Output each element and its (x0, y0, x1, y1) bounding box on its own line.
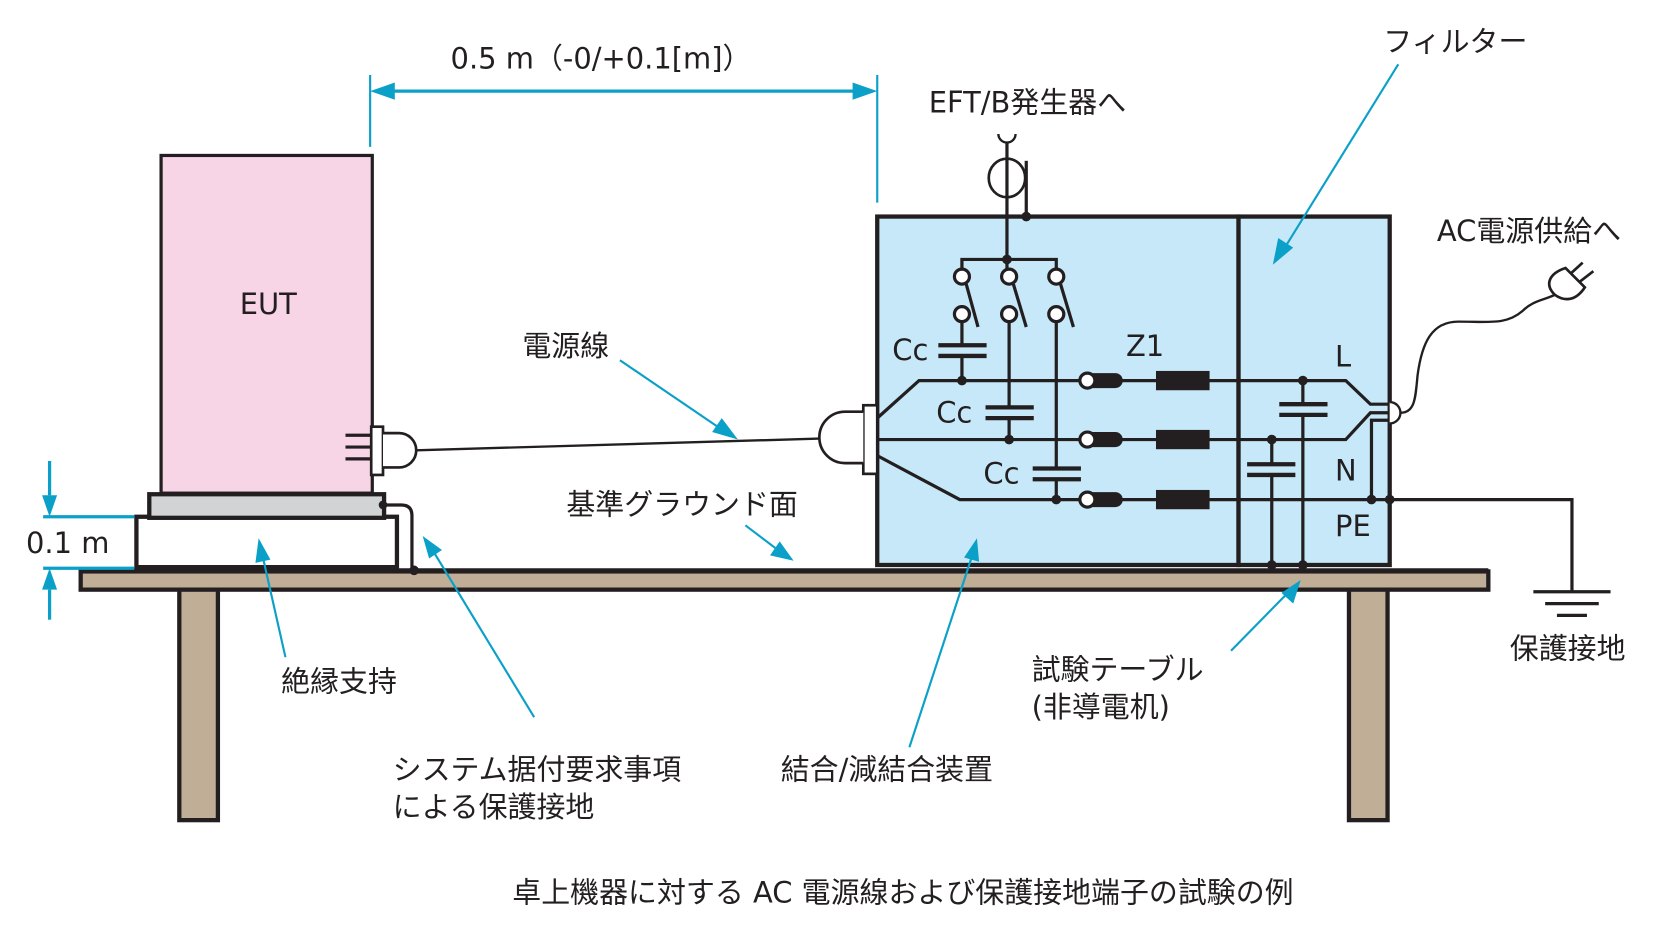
ac-supply-cable (1389, 293, 1556, 425)
eut-base-plate (147, 492, 387, 520)
test-table-label-line2: (非導電机) (1032, 690, 1170, 724)
cc-label-2: Cc (936, 395, 972, 429)
test-table (78, 569, 1491, 823)
coupling-switches (952, 267, 1075, 328)
cdn-power-inlet (818, 403, 879, 476)
figure-caption: 卓上機器に対する AC 電源線および保護接地端子の試験の例 (512, 876, 1293, 910)
table-leg-right (1346, 587, 1390, 823)
protective-earth-wire (1389, 497, 1574, 592)
filter-box (1236, 214, 1392, 568)
system-ground-label-line2: による保護接地 (393, 790, 595, 824)
ground-plane-label: 基準グラウンド面 (566, 488, 798, 522)
test-table-label-line1: 試験テーブル (1032, 653, 1204, 687)
insulating-support-label: 絶縁支持 (281, 665, 397, 699)
system-protective-earth-wire (383, 503, 414, 570)
cdn-label: 結合/減結合装置 (781, 752, 993, 786)
ac-plug-icon (1547, 261, 1595, 301)
eut-box (159, 153, 374, 495)
coupling-decoupling-network: Cc Cc Cc Z1 (818, 133, 1395, 570)
eft-generator-label: EFT/B発生器へ (929, 86, 1126, 120)
leader-cdn (908, 538, 980, 748)
cc-label-3: Cc (983, 457, 1019, 491)
coupling-capacitor-2 (985, 405, 1034, 421)
power-cord-label: 電源線 (522, 329, 609, 363)
horizontal-dimension-label: 0.5 m（-0/+0.1[m]） (451, 42, 752, 76)
leader-test-table (1230, 580, 1301, 652)
eft-generator-connector (987, 133, 1032, 260)
leader-power-cord (619, 359, 738, 440)
label-pe: PE (1335, 509, 1371, 543)
line-l (876, 378, 1390, 420)
coupling-capacitor-1 (938, 343, 987, 359)
filter-capacitor-n (1247, 462, 1296, 478)
cc-label-1: Cc (892, 333, 928, 367)
decoupling-z1 (1078, 370, 1210, 510)
leader-filter (1272, 63, 1400, 265)
z1-label: Z1 (1126, 329, 1164, 363)
label-n: N (1335, 453, 1357, 487)
vertical-dimension-label: 0.1 m (26, 526, 109, 560)
table-top (78, 569, 1491, 592)
label-l: L (1335, 340, 1351, 374)
horizontal-dimension: 0.5 m（-0/+0.1[m]） (369, 42, 879, 203)
coupling-capacitor-3 (1032, 466, 1081, 482)
protective-earth-label: 保護接地 (1510, 631, 1626, 665)
leader-ground-plane (744, 524, 794, 561)
ac-supply-label: AC電源供給へ (1437, 214, 1621, 248)
system-ground-label-line1: システム据付要求事項 (393, 752, 682, 786)
junction-dot (378, 500, 388, 510)
vertical-dimension: 0.1 m (26, 461, 135, 620)
line-pe (876, 454, 1390, 502)
leader-system-ground (422, 536, 536, 718)
power-cord (416, 437, 824, 452)
ground-symbol-icon (1533, 590, 1611, 617)
eut-label: EUT (240, 287, 297, 321)
eut-power-inlet (345, 425, 418, 477)
table-leg-left (177, 587, 221, 823)
filter-label: フィルター (1383, 24, 1527, 58)
eut-assembly: EUT (134, 153, 419, 576)
leader-insulating-support (255, 538, 287, 658)
filter-capacitor-l (1279, 402, 1328, 418)
junction-dot (409, 565, 419, 576)
